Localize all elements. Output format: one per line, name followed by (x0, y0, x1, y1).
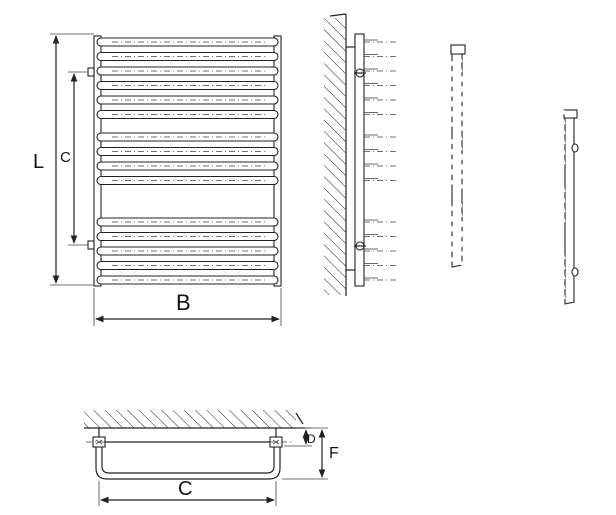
front-tube (96, 37, 279, 47)
iso-tubes (443, 58, 566, 301)
iso-tube (443, 233, 566, 291)
top-dimension-F-label: F (329, 445, 339, 462)
front-tube (96, 161, 279, 171)
front-tube (96, 275, 279, 285)
iso-tube (443, 68, 566, 126)
iso-valve-bottom (571, 267, 579, 277)
side-view (324, 13, 397, 296)
top-view: C D F (84, 410, 339, 506)
side-collector (354, 33, 365, 287)
isometric-view (443, 44, 579, 305)
iso-tube (443, 58, 566, 116)
iso-tube (443, 203, 566, 261)
iso-tube (443, 166, 566, 224)
front-tubes (96, 37, 279, 285)
iso-tube (443, 223, 566, 281)
iso-tube (443, 108, 566, 166)
dimension-B-label: B (176, 290, 191, 315)
iso-tube (443, 146, 566, 204)
right-collector (273, 35, 282, 287)
iso-valve-top (571, 143, 579, 153)
front-tube (96, 66, 279, 76)
iso-tube (443, 243, 566, 301)
iso-tube (443, 98, 566, 156)
front-tube (96, 146, 279, 157)
iso-tube (443, 136, 566, 194)
iso-tube (443, 156, 566, 214)
side-tubes (364, 39, 397, 281)
iso-front-cap (563, 109, 578, 119)
top-connection (87, 67, 95, 77)
front-tube (96, 260, 279, 271)
top-wall-hatching (84, 410, 296, 428)
bottom-connection (87, 240, 95, 250)
iso-tube (443, 88, 566, 146)
front-tube (96, 51, 279, 62)
front-tube (96, 132, 279, 142)
dimension-L-label: L (33, 151, 44, 173)
iso-top-cap (450, 44, 466, 55)
front-tube (96, 80, 279, 91)
dimension-C-label: C (60, 149, 71, 166)
front-tube (96, 95, 279, 105)
front-tube (96, 109, 279, 120)
front-tube (96, 175, 279, 186)
front-tube (96, 217, 279, 227)
top-dimension-D-label: D (307, 432, 316, 446)
front-view: L C B (33, 33, 282, 326)
iso-tube (443, 213, 566, 271)
iso-tube (443, 78, 566, 136)
front-tube (96, 231, 279, 242)
top-dimension-C-label: C (178, 478, 192, 500)
front-tube (96, 246, 279, 256)
left-collector (93, 35, 102, 287)
wall-hatching (324, 18, 346, 295)
